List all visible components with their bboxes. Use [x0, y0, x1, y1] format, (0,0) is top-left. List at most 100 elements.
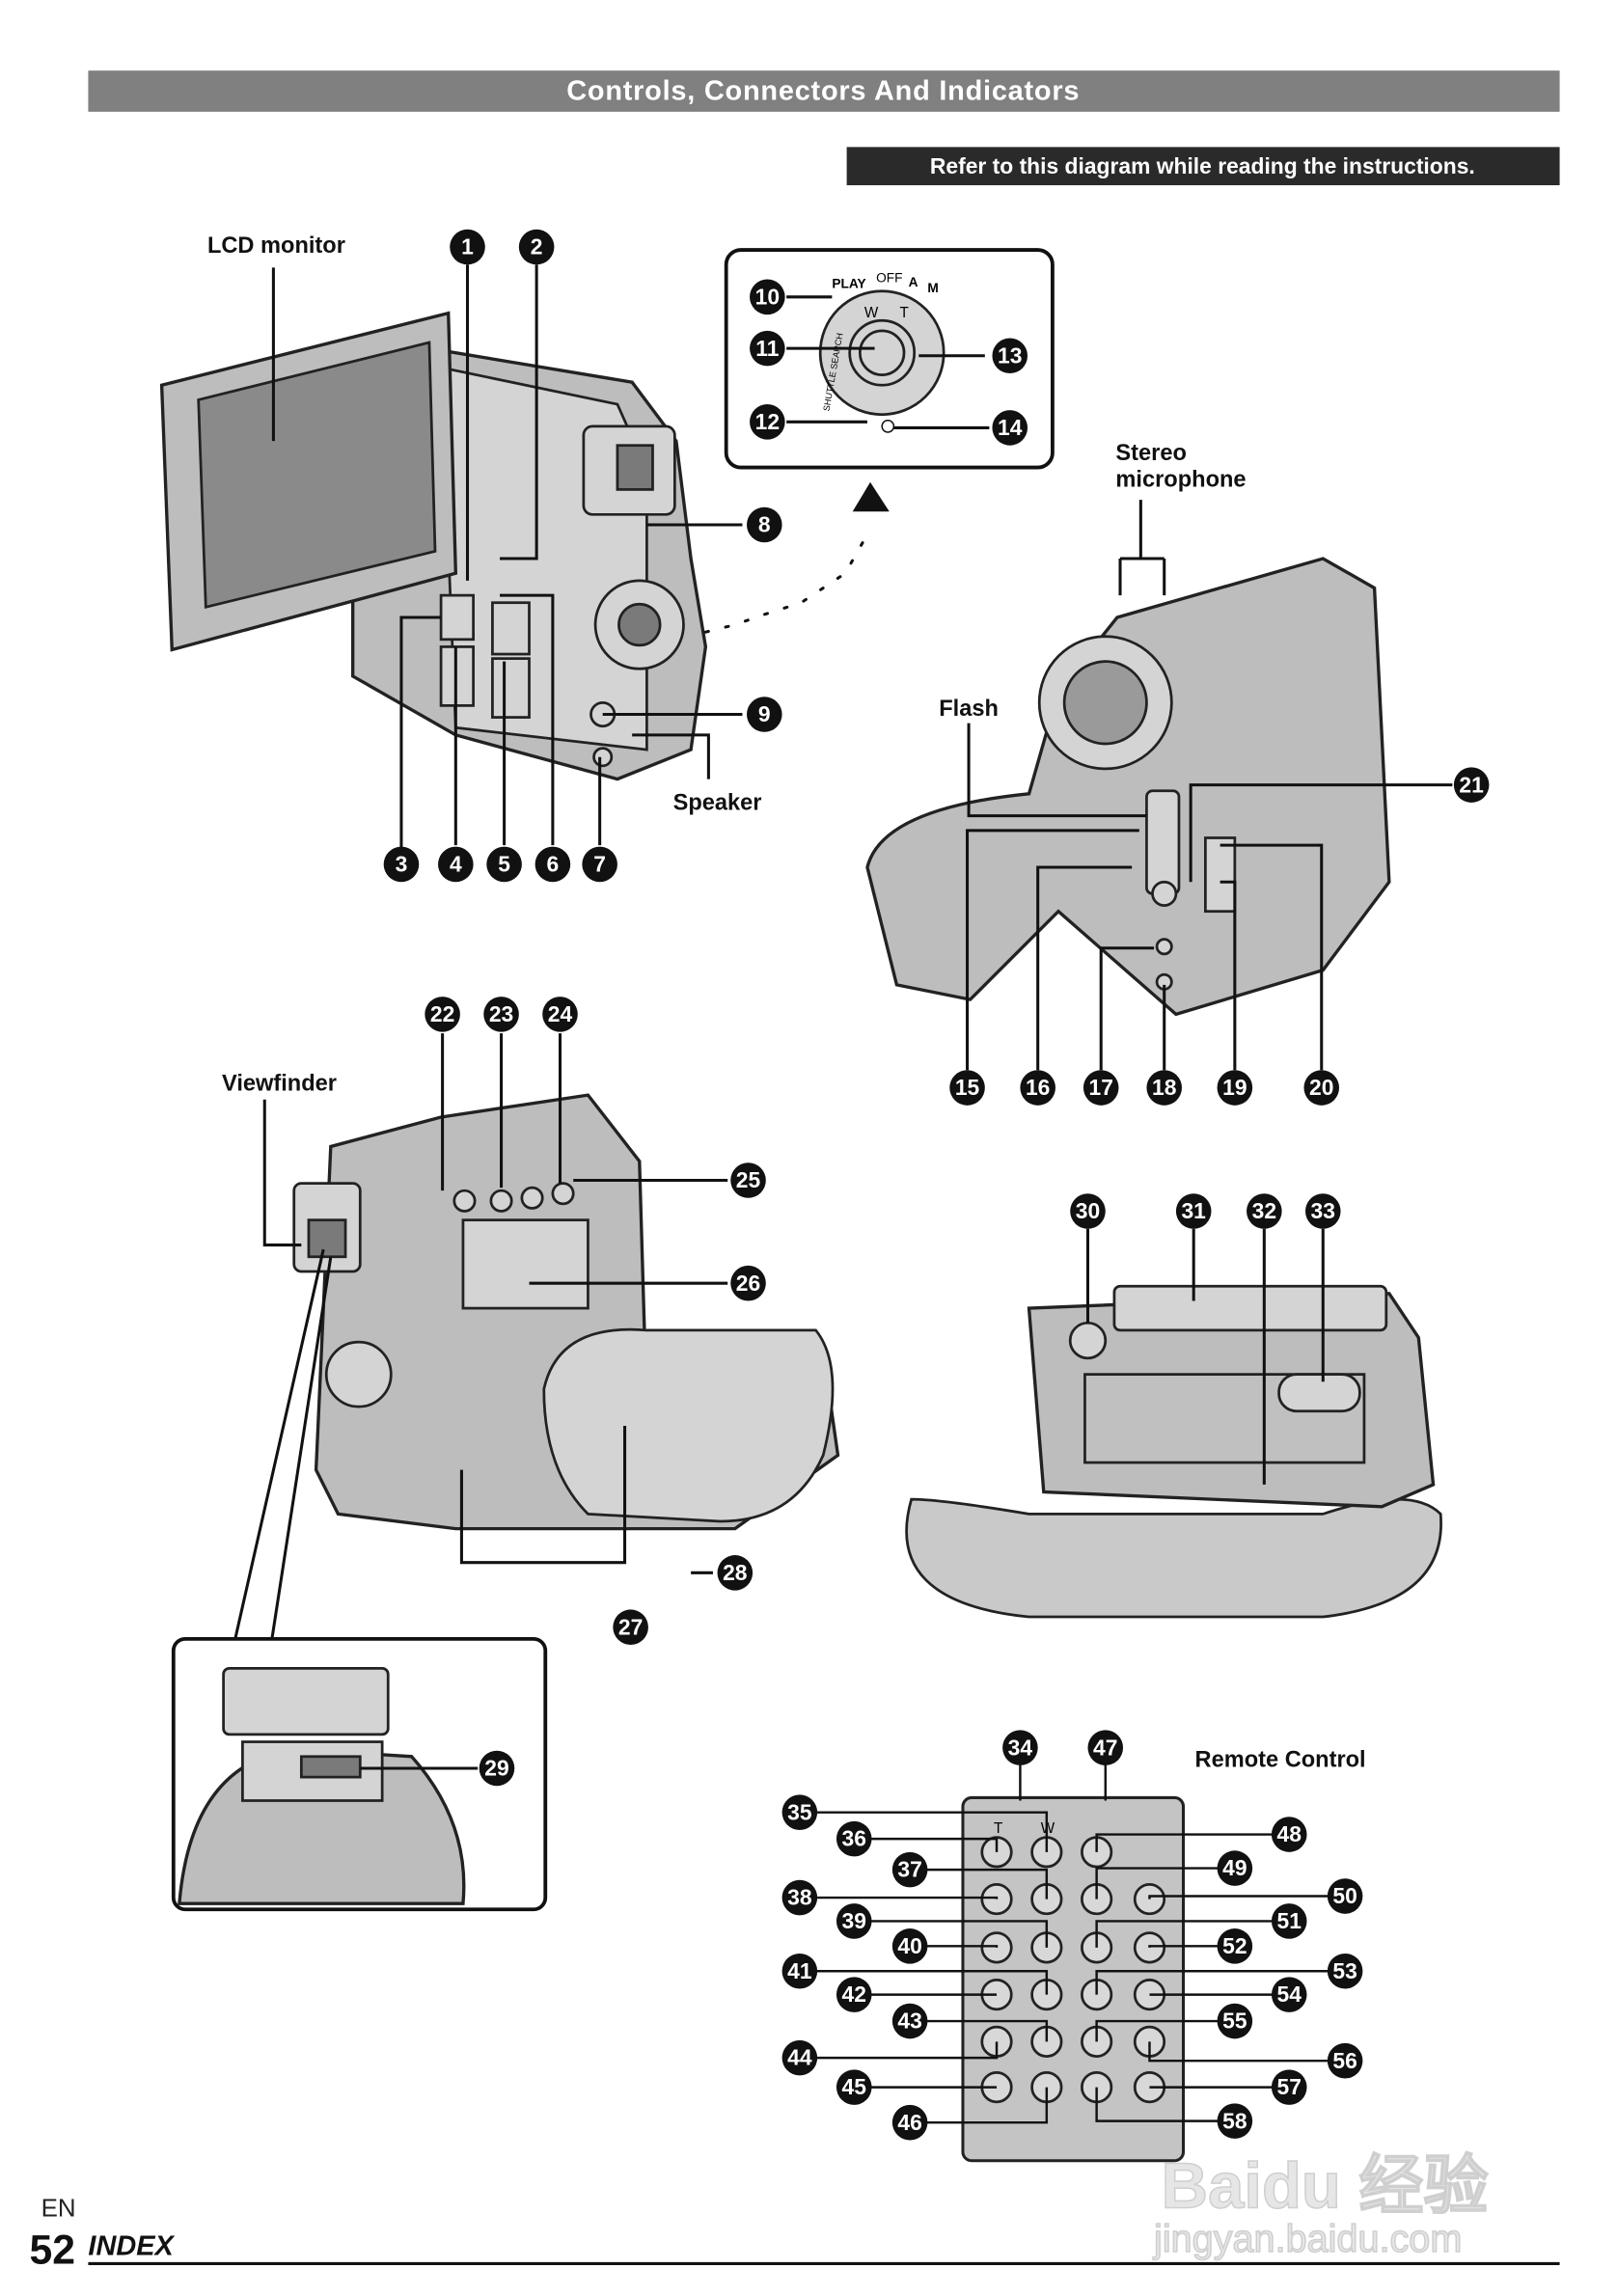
callout-leader-line: [1095, 1920, 1290, 1948]
label-speaker: Speaker: [673, 791, 762, 816]
callout-31: 31: [1175, 1193, 1212, 1229]
callout-51: 51: [1271, 1903, 1307, 1939]
callout-leader-line: [1095, 2019, 1235, 2042]
remote-w-label: W: [1041, 1820, 1055, 1837]
callout-number: 49: [1222, 1855, 1247, 1880]
callout-circle: [613, 1609, 648, 1645]
callout-circle: [1070, 1193, 1106, 1229]
callout-circle: [1217, 1070, 1253, 1106]
mode-dial-inset: PLAY OFF A M W T SHUTTLE SEARCH: [724, 248, 1055, 470]
callout-number: 53: [1332, 1958, 1357, 1983]
callout-circle: [1217, 2003, 1253, 2039]
callout-49: 49: [1217, 1850, 1253, 1886]
callout-number: 46: [897, 2110, 921, 2135]
callout-number: 41: [787, 1958, 812, 1983]
callout-leader-line: [1095, 1833, 1290, 1852]
watermark-brand: Baidu 经验: [1162, 2150, 1489, 2223]
viewfinder-inset: [171, 1636, 548, 1912]
callout-circle: [750, 404, 785, 440]
callout-circle: [836, 1977, 872, 2012]
dial-play-label: PLAY: [832, 277, 865, 291]
subheader-bar: [846, 147, 1560, 186]
callout-46: 46: [891, 2104, 928, 2141]
callout-leader-line: [799, 1896, 999, 1900]
subheader-text: Refer to this diagram while reading the …: [930, 153, 1475, 178]
callout-37: 37: [891, 1851, 928, 1888]
dial-w-label: W: [864, 305, 879, 321]
callout-leader-line: [1095, 1867, 1235, 1900]
callout-1: 1: [450, 229, 485, 265]
callout-54: 54: [1271, 1977, 1307, 2012]
callout-circle: [483, 997, 519, 1032]
watermark-url: jingyan.baidu.com: [1153, 2218, 1462, 2260]
label-stereo-microphone-2: microphone: [1115, 467, 1246, 492]
callout-number: 23: [489, 1001, 513, 1026]
callout-13: 13: [992, 338, 1028, 374]
callout-number: 11: [755, 336, 779, 361]
callout-circle: [781, 1794, 818, 1830]
callout-circle: [891, 1851, 928, 1888]
callout-29: 29: [479, 1750, 515, 1787]
dial-a-label: A: [909, 275, 918, 289]
callout-leader-line: [854, 1920, 1049, 1948]
callout-3: 3: [383, 846, 420, 883]
callout-number: 58: [1222, 2108, 1247, 2133]
dial-off-label: OFF: [876, 271, 902, 286]
callout-circle: [747, 506, 782, 543]
callout-19: 19: [1217, 1070, 1253, 1106]
callout-circle: [1304, 1193, 1341, 1229]
callout-number: 50: [1332, 1883, 1357, 1908]
callout-circle: [1217, 1928, 1253, 1964]
callout-circle: [836, 1903, 872, 1939]
callout-leader-line: [1095, 2087, 1235, 2122]
callout-27: 27: [613, 1609, 648, 1645]
callout-circle: [836, 2069, 872, 2105]
callout-22: 22: [425, 997, 460, 1032]
callout-number: 45: [842, 2074, 867, 2099]
callout-48: 48: [1271, 1817, 1307, 1852]
callout-number: 37: [897, 1857, 921, 1882]
callout-number: 32: [1252, 1198, 1276, 1223]
callout-number: 28: [723, 1560, 747, 1585]
callout-circle: [1175, 1193, 1212, 1229]
callout-number: 44: [787, 2045, 812, 2070]
callout-circle: [1020, 1070, 1055, 1106]
remote-control: T W: [799, 1747, 1346, 2163]
footer-lang: EN: [41, 2196, 76, 2223]
callout-39: 39: [836, 1903, 872, 1939]
callout-number: 43: [897, 2009, 921, 2034]
callout-50: 50: [1327, 1878, 1363, 1914]
callout-38: 38: [781, 1879, 818, 1916]
callout-26: 26: [730, 1265, 766, 1301]
callout-17: 17: [1083, 1070, 1119, 1106]
callout-number: 21: [1459, 772, 1484, 797]
callout-circle: [450, 229, 485, 265]
remote-t-label: T: [994, 1820, 1002, 1837]
callout-32: 32: [1247, 1193, 1282, 1229]
callout-4: 4: [438, 846, 474, 883]
footer-index-link[interactable]: INDEX: [88, 2230, 175, 2261]
callout-45: 45: [836, 2069, 872, 2105]
callout-number: 52: [1222, 1933, 1247, 1958]
callout-circle: [1002, 1730, 1038, 1765]
callout-number: 34: [1008, 1735, 1033, 1760]
callout-leader-line: [910, 1945, 999, 1948]
callout-14: 14: [992, 410, 1028, 446]
callout-leader-line: [1095, 1970, 1346, 1995]
label-lcd-monitor: LCD monitor: [207, 233, 345, 259]
callout-35: 35: [781, 1794, 818, 1830]
callout-circle: [518, 229, 555, 265]
callout-leader-line: [799, 2041, 999, 2060]
callout-circle: [1271, 1817, 1307, 1852]
callout-56: 56: [1327, 2042, 1363, 2079]
callout-2: 2: [518, 229, 555, 265]
callout-7: 7: [582, 846, 617, 883]
callout-number: 15: [955, 1075, 980, 1100]
callout-circle: [1217, 2103, 1253, 2139]
callout-circle: [891, 1928, 928, 1964]
callout-number: 56: [1332, 2048, 1357, 2073]
callout-circle: [383, 846, 420, 883]
callout-circle: [1087, 1730, 1124, 1765]
callout-number: 38: [787, 1885, 811, 1910]
callout-55: 55: [1217, 2003, 1253, 2039]
